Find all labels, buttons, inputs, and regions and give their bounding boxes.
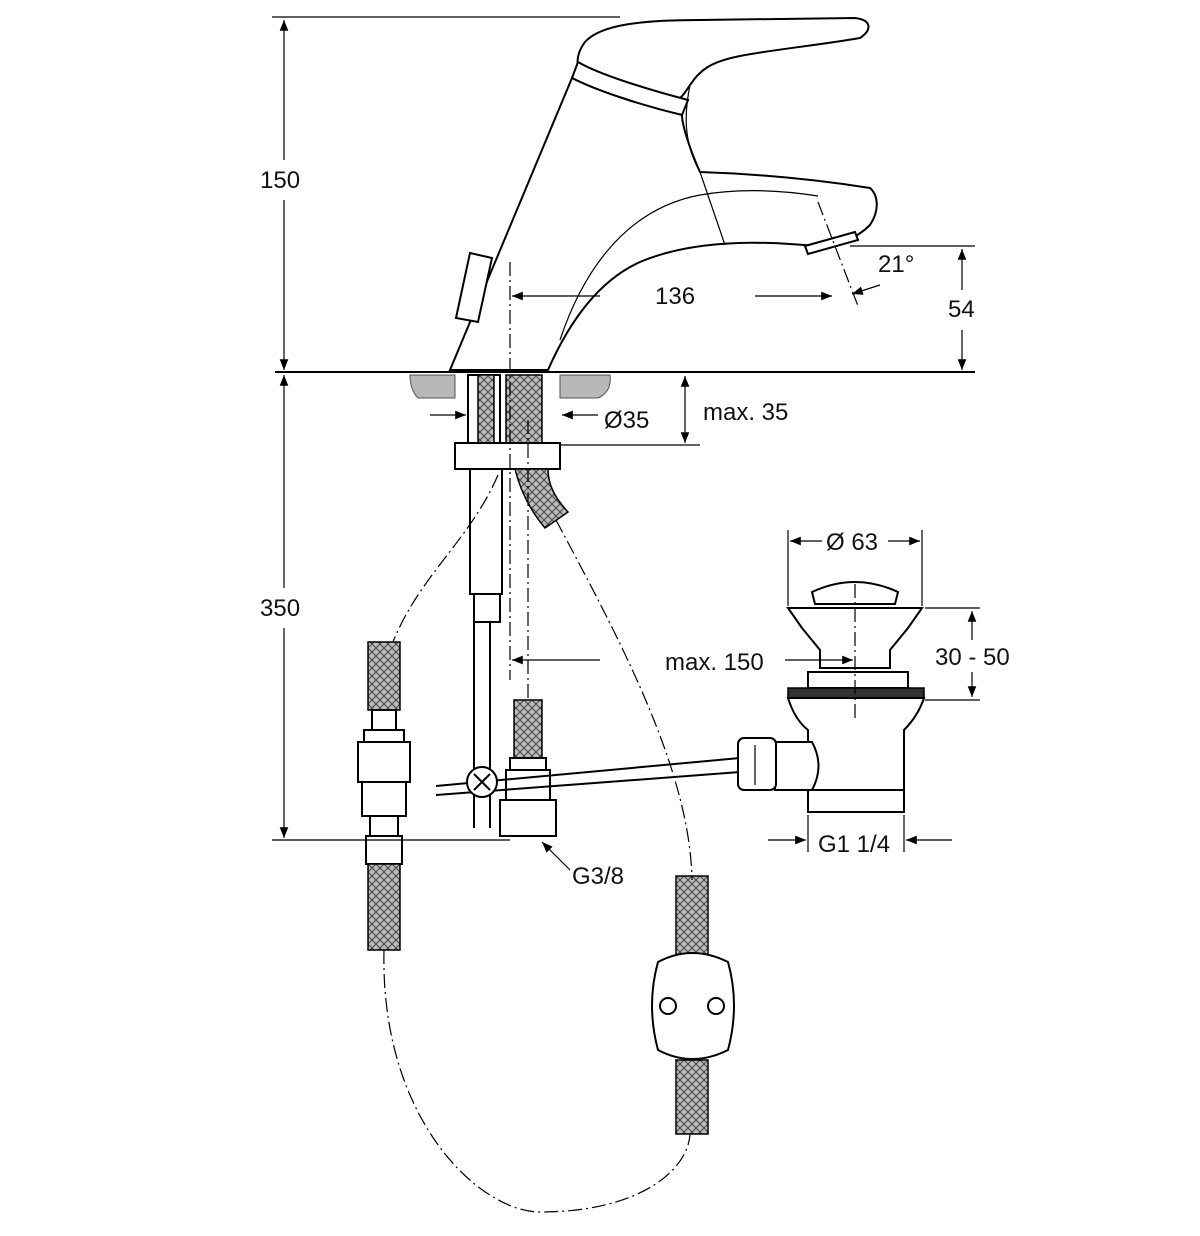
- dim-g1-1-4: G1 1/4: [818, 831, 890, 858]
- dim-g3-8: G3/8: [572, 863, 624, 890]
- dimension-labels: 150 350 136 54 21° max. 35 Ø35 Ø 63 30 -…: [260, 167, 1010, 890]
- aerator: [803, 230, 860, 256]
- left-supply-hose: [357, 641, 411, 951]
- flexible-hose-outlet: [514, 468, 570, 530]
- popup-knob: [454, 251, 494, 324]
- dim-54: 54: [948, 296, 975, 323]
- mounting-nut: [454, 442, 561, 470]
- popup-rod-assembly: [435, 699, 741, 837]
- deck: [275, 371, 975, 399]
- dimension-lines: [272, 16, 980, 871]
- right-supply-hose: [651, 875, 735, 1135]
- dim-21-deg: 21°: [878, 251, 914, 278]
- dim-136: 136: [655, 283, 695, 310]
- dim-150: 150: [260, 167, 300, 194]
- dim-max-35: max. 35: [703, 399, 788, 426]
- overflow-nut: [737, 737, 777, 791]
- faucet-body: [448, 16, 878, 371]
- center-lines: [383, 201, 859, 1213]
- hose-clip: [651, 952, 735, 1060]
- mounting-assembly: [454, 374, 570, 828]
- dim-diameter-35: Ø35: [604, 407, 649, 434]
- waste-valve: [737, 581, 926, 813]
- dim-30-50: 30 - 50: [935, 644, 1010, 671]
- faucet-column: [448, 76, 878, 371]
- dim-350: 350: [260, 595, 300, 622]
- dim-max-150: max. 150: [665, 649, 764, 676]
- dim-diameter-63: Ø 63: [826, 529, 878, 556]
